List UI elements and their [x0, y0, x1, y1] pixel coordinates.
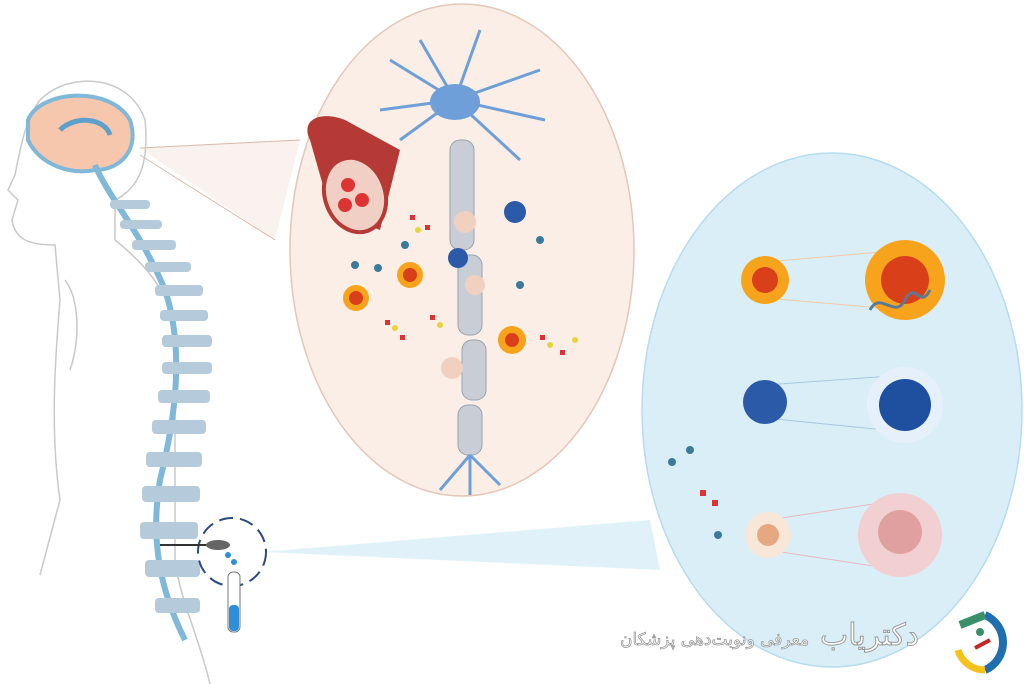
blue-cell-large	[879, 379, 931, 431]
watermark-tagline: معرفی ونوبت‌دهی پزشکان	[620, 630, 810, 651]
head-connector	[140, 140, 300, 240]
human-figure	[7, 80, 211, 684]
blue-cell-small	[743, 380, 787, 424]
csf-connector	[262, 520, 660, 570]
brain	[26, 93, 135, 174]
neuron	[379, 29, 546, 162]
watermark-logo	[954, 611, 1007, 674]
csf-ellipse	[641, 152, 1023, 668]
brain-cells	[343, 201, 578, 379]
blood-vessel	[307, 116, 400, 235]
watermark-brand: دکتریاب	[820, 618, 920, 654]
csf-cells	[668, 240, 945, 577]
axon	[449, 139, 487, 456]
vertebrae	[110, 200, 212, 613]
